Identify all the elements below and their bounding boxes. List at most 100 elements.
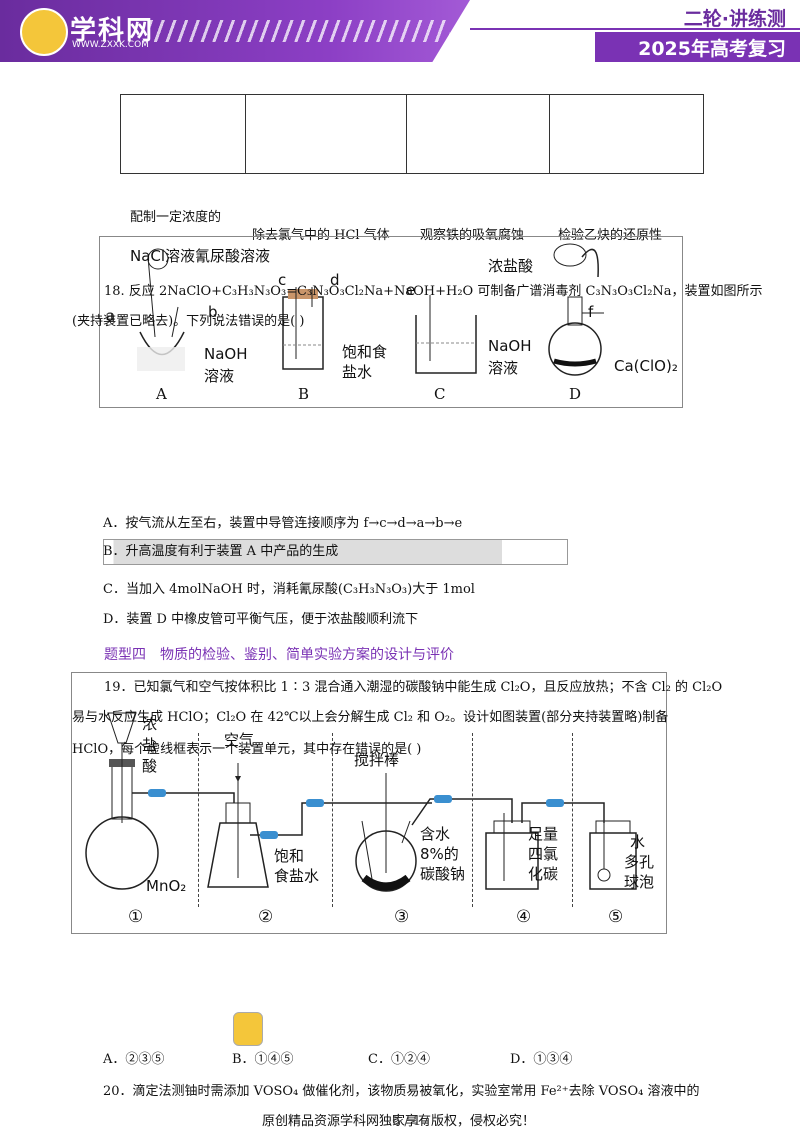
- label-D-bottom: Ca(ClO)₂: [614, 357, 678, 375]
- connector: [306, 799, 324, 807]
- q18-apparatus-svg: [137, 243, 604, 376]
- year-bar: [595, 32, 800, 62]
- stopper-B: [288, 289, 318, 299]
- q18-option-B: B．升高温度有利于装置 A 中产品的生成: [103, 544, 339, 559]
- label-u5-3: 球泡: [624, 873, 655, 891]
- label-u3-1: 含水: [420, 825, 451, 843]
- logo-url: WWW.ZXXK.COM: [72, 40, 149, 50]
- funnel-D: [553, 243, 587, 267]
- q18-option-A: A．按气流从左至右，装置中导管连接顺序为 f→c→d→a→b→e: [103, 516, 463, 531]
- year-title: 2025年高考复习: [638, 38, 786, 60]
- divider-1: [198, 733, 199, 907]
- stopper-4: [493, 820, 531, 834]
- label-u1-bottom: MnO₂: [146, 877, 187, 895]
- q18-stem-2: (夹持装置已略去)。下列说法错误的是( ): [72, 314, 305, 329]
- liquid-A: [137, 347, 185, 371]
- rubber-tube-D: [581, 248, 599, 278]
- q19-stem-2: 易与水反应生成 HClO；Cl₂O 在 42℃以上会分解生成 Cl₂ 和 O₂。…: [72, 710, 669, 725]
- q19-apparatus-svg: [85, 712, 637, 892]
- label-u2-2: 食盐水: [274, 867, 320, 885]
- unit-number-2: ②: [258, 907, 274, 927]
- tube-A-right: [171, 306, 179, 338]
- label-u4-3: 化碳: [528, 865, 559, 883]
- label-u2-1: 饱和: [274, 847, 305, 865]
- label-B-2: 盐水: [342, 363, 373, 381]
- table-cell: [121, 95, 246, 173]
- table-cell: [550, 95, 703, 173]
- q19-option-C: C．①②④: [368, 1052, 430, 1067]
- connector: [434, 795, 452, 803]
- tube-3-right: [401, 820, 411, 844]
- logo-name: 学科网: [70, 16, 155, 46]
- q19-option-A: A．②③⑤: [103, 1052, 165, 1067]
- flask-D: [548, 322, 602, 376]
- port-e: e: [406, 281, 416, 299]
- table-label-4: 检验乙炔的还原性: [558, 228, 663, 243]
- q18-option-C: C．当加入 4molNaOH 时，消耗氰尿酸(C₃H₃N₃O₃)大于 1mol: [103, 582, 475, 597]
- q20-stem: 20．滴定法测铀时需添加 VOSO₄ 做催化剂，该物质易被氧化，实验室常用 Fe…: [103, 1084, 700, 1099]
- q19-option-B: B．①④⑤: [232, 1052, 294, 1067]
- label-u3-2: 8%的: [420, 845, 459, 863]
- connector: [546, 799, 564, 807]
- tube-3-left: [361, 820, 373, 880]
- pipe-2-3: [250, 802, 432, 836]
- neck-D: [567, 296, 583, 326]
- unit-number-4: ④: [516, 907, 532, 927]
- label-u5-2: 多孔: [624, 853, 655, 871]
- port-a: a: [106, 307, 116, 325]
- port-c: c: [278, 271, 287, 289]
- table-label-1: 配制一定浓度的: [130, 210, 222, 225]
- panel-D: D: [569, 385, 582, 403]
- unit-number-5: ⑤: [608, 907, 624, 927]
- label-u5-1: 水: [630, 833, 646, 851]
- solid-3: [361, 874, 411, 891]
- label-D-top: 浓盐酸: [488, 257, 534, 275]
- unit-number-3: ③: [394, 907, 410, 927]
- label-u1-top: 浓盐酸: [142, 715, 158, 775]
- label-A-bottom2: 溶液: [204, 367, 235, 385]
- table-label-3: 观察铁的吸氧腐蚀: [420, 228, 525, 243]
- divider-4: [572, 733, 573, 907]
- label-u2-top: 空气: [224, 731, 255, 749]
- option-highlight-band: [103, 539, 568, 565]
- table-cell: [407, 95, 551, 173]
- pipe-3-4: [411, 798, 513, 826]
- q19-figure: 浓盐酸 MnO₂ 空气 饱和 食盐水 搅拌棒 含水 8%的 碳酸钠 足量 四氯 …: [71, 672, 667, 934]
- panel-C: C: [434, 385, 446, 403]
- header-stripes: [150, 20, 450, 42]
- solid-D: [553, 358, 597, 367]
- q18-option-D: D．装置 D 中橡皮管可平衡气压，便于浓盐酸顺利流下: [103, 612, 419, 627]
- owl-logo-icon: [233, 1012, 263, 1046]
- label-C-1: NaOH: [488, 337, 532, 355]
- connector: [148, 789, 166, 797]
- unit-number-1: ①: [128, 907, 144, 927]
- footer-copyright: 原创精品资源学科网独家享有版权，侵权必究！: [262, 1114, 536, 1129]
- label-u3-top: 搅拌棒: [354, 751, 400, 769]
- section-title: 题型四 物质的检验、鉴别、简单实验方案的设计与评价: [104, 647, 454, 663]
- series-title: 二轮·讲练测: [683, 8, 786, 30]
- beaker-C: [415, 315, 477, 374]
- q18-figure: NaCl溶液氰尿酸溶液 NaOH 溶液 a b c d e f 饱和食 盐水 N…: [99, 236, 683, 408]
- divider-2: [332, 733, 333, 907]
- port-f: f: [588, 303, 594, 321]
- q19-option-D: D．①③④: [510, 1052, 573, 1067]
- logo-icon: [20, 8, 68, 56]
- table-cell: [246, 95, 407, 173]
- header-rule: [470, 28, 800, 30]
- label-u3-3: 碳酸钠: [420, 865, 466, 883]
- panel-A: A: [156, 385, 167, 403]
- label-A-bottom1: NaOH: [204, 345, 248, 363]
- experiment-table: [120, 94, 704, 174]
- bottle-B: [282, 296, 324, 370]
- tube-A-left: [147, 256, 156, 338]
- funnel-1: [107, 712, 137, 744]
- port-d: d: [330, 271, 340, 289]
- panel-B: B: [298, 385, 310, 403]
- page-number: 6 / 17: [392, 1114, 430, 1129]
- label-u4-1: 足量: [528, 825, 559, 843]
- connector: [260, 831, 278, 839]
- q18-stem-1: 18. 反应 2NaClO+C₃H₃N₃O₃=C₃N₃O₃Cl₂Na+NaOH+…: [104, 284, 763, 299]
- label-A-top: NaCl溶液氰尿酸溶液: [130, 247, 271, 265]
- pipe-1-2: [132, 792, 235, 803]
- port-b: b: [208, 303, 218, 321]
